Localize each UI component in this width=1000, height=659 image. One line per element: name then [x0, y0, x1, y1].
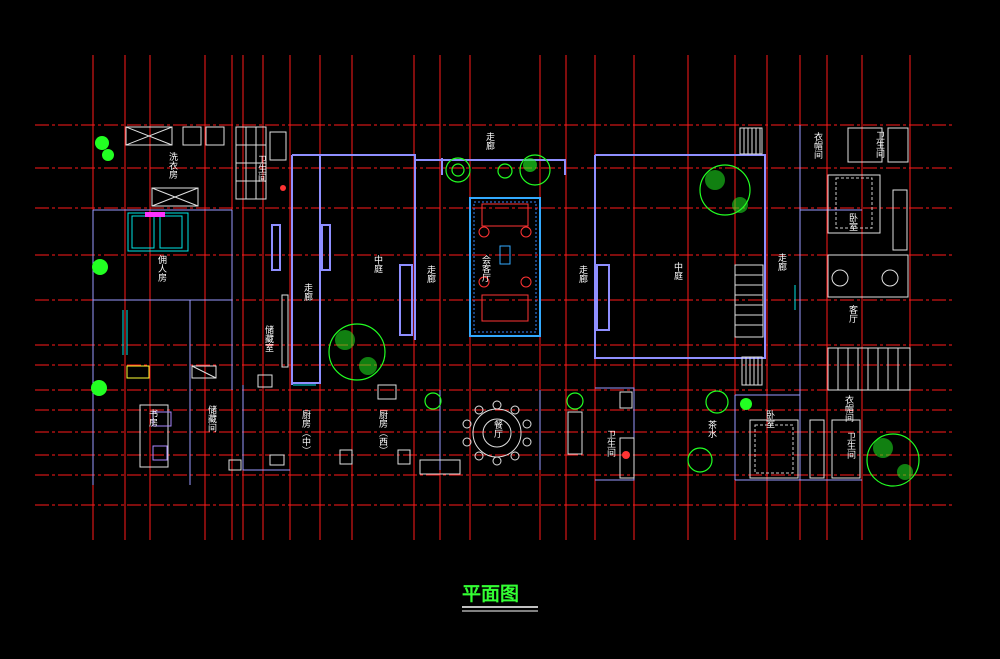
room-label: 走廊 — [484, 132, 495, 151]
tree-icon — [328, 323, 386, 381]
plant-icon — [497, 163, 513, 179]
bottom-bedroom-furniture — [749, 419, 861, 479]
plant-icon — [566, 392, 584, 410]
room-label: 餐厅 — [492, 419, 503, 438]
room-label: 卧室 — [847, 212, 858, 231]
axis-grid-vertical — [92, 55, 911, 540]
plant-icon — [740, 398, 752, 410]
room-label: 储藏间 — [206, 404, 217, 433]
tree-icon — [687, 447, 713, 473]
room-label: 书房 — [147, 409, 158, 428]
room-label: 卫生间 — [256, 155, 267, 183]
meeting-room-carpet — [469, 197, 541, 337]
room-label: 卧室 — [764, 409, 775, 428]
tree-icon — [705, 390, 729, 414]
room-label: 佣人房 — [156, 255, 167, 283]
study-furniture — [126, 365, 217, 468]
room-label: 厨房（西） — [377, 410, 388, 455]
servant-room-beds — [127, 212, 189, 252]
room-label: 走廊 — [302, 283, 313, 302]
right-bedroom-furniture — [827, 127, 909, 298]
tree-icon — [699, 164, 751, 216]
room-label: 会客厅 — [480, 254, 491, 282]
laundry-fixtures — [125, 126, 225, 207]
room-label: 走廊 — [425, 265, 436, 284]
room-label: 卫生间 — [874, 131, 885, 159]
room-label: 中庭 — [672, 261, 683, 281]
axis-grid-horizontal — [35, 124, 955, 506]
stairs-right-wing — [827, 347, 911, 391]
plant-icon — [92, 259, 108, 275]
tree-icon — [866, 433, 920, 487]
room-label: 洗衣房 — [167, 151, 178, 180]
room-label: 中庭 — [372, 254, 383, 274]
room-label: 卫生间 — [605, 430, 616, 458]
plant-icon — [95, 136, 114, 161]
mid-bathroom-fixtures — [567, 391, 635, 479]
kitchen-fixtures — [228, 384, 461, 475]
drawing-title: 平面图 — [462, 583, 538, 612]
room-label: 走廊 — [776, 253, 787, 272]
stairs-top-right — [739, 127, 763, 155]
stairs-right-courtyard — [734, 264, 764, 386]
tree-icon — [519, 154, 551, 186]
plant-icon — [91, 380, 107, 396]
room-label: 茶水 — [706, 419, 717, 438]
plant-icon — [424, 392, 442, 410]
storage-shelving — [257, 294, 289, 388]
tree-icon — [445, 157, 471, 183]
room-label: 衣帽间 — [812, 131, 823, 160]
left-bathroom-fixtures — [235, 126, 287, 200]
room-labels: 洗衣房 卫生间 佣人房 走廊 储藏室 中庭 走廊 会客厅 走廊 中庭 走廊 走廊… — [147, 131, 885, 460]
room-label: 客厅 — [847, 304, 858, 323]
room-label: 走廊 — [577, 265, 588, 284]
drawing-title-text: 平面图 — [462, 583, 519, 605]
room-label: 厨房（中） — [300, 410, 311, 455]
room-label: 卫生间 — [845, 432, 856, 460]
room-label: 储藏室 — [263, 324, 274, 352]
plants — [91, 136, 920, 487]
dining-table — [462, 400, 532, 466]
room-label: 衣帽间 — [843, 394, 854, 423]
